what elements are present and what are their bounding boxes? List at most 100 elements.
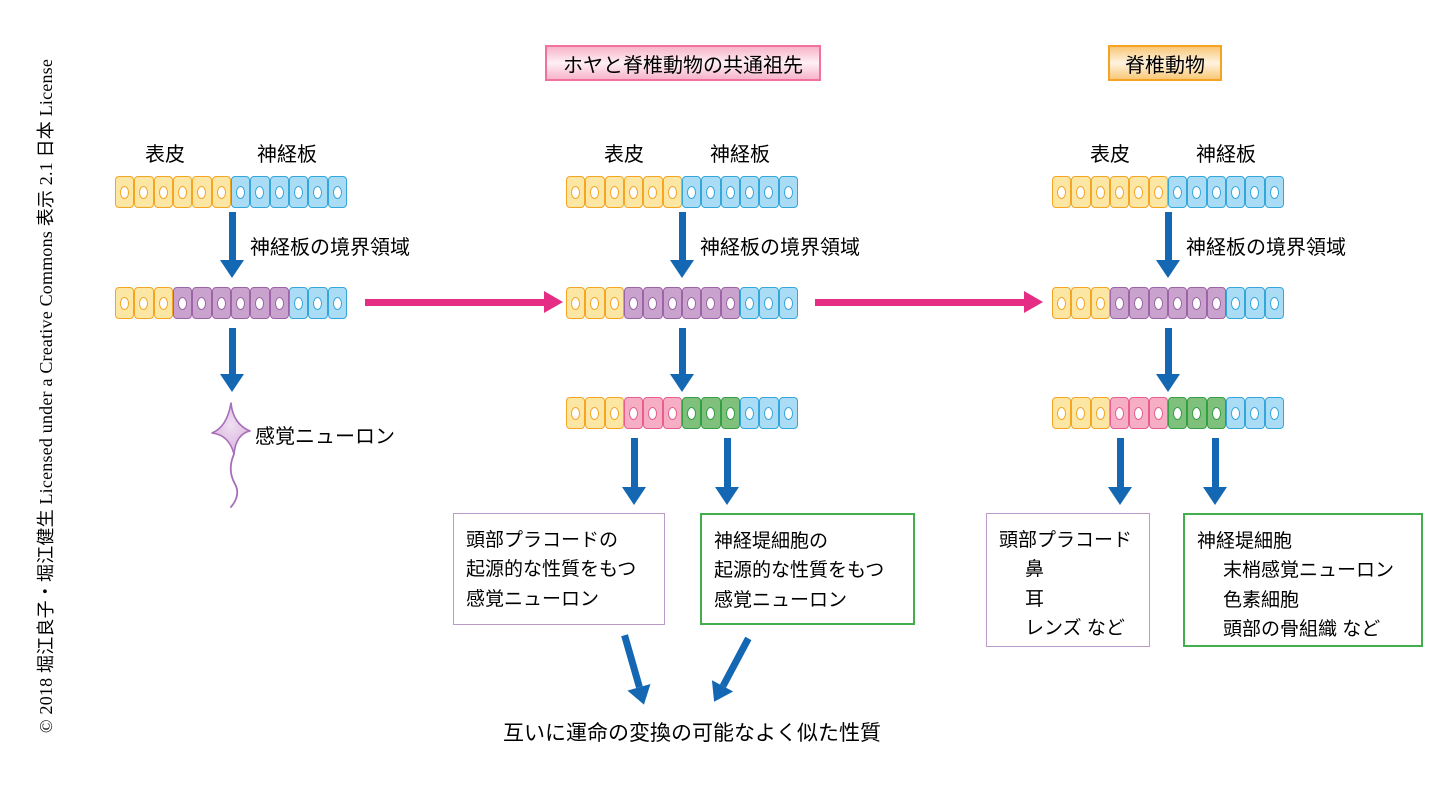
- cell-blue: [1264, 176, 1284, 208]
- cell-nucleus: [1076, 406, 1086, 420]
- box-line: 頭部の骨組織 など: [1223, 619, 1381, 641]
- cell-nucleus: [1153, 185, 1163, 199]
- label-border-region: 神経板の境界領域: [700, 237, 860, 259]
- cell-row-initial: [1052, 176, 1284, 208]
- box-line: 起源的な性質をもつ: [466, 559, 637, 581]
- cell-nucleus: [1134, 296, 1144, 310]
- cell-yellow: [134, 287, 154, 319]
- cell-nucleus: [313, 185, 323, 199]
- box-line: レンズ など: [1025, 618, 1125, 640]
- cell-nucleus: [1192, 296, 1202, 310]
- box-items: 鼻耳レンズ など: [999, 555, 1137, 643]
- cell-nucleus: [1173, 406, 1183, 420]
- cell-yellow: [643, 176, 663, 208]
- cell-nucleus: [1095, 406, 1105, 420]
- cell-blue: [759, 397, 779, 429]
- cell-nucleus: [158, 296, 168, 310]
- cell-yellow: [1052, 397, 1072, 429]
- cell-purple: [211, 287, 231, 319]
- cell-blue: [250, 176, 270, 208]
- cell-nucleus: [178, 296, 188, 310]
- cell-nucleus: [1231, 296, 1241, 310]
- cell-blue: [739, 287, 760, 319]
- box-line: 感覚ニューロン: [466, 588, 600, 610]
- cell-pink: [623, 397, 644, 429]
- cell-purple: [662, 287, 682, 319]
- cell-blue: [1245, 397, 1265, 429]
- cell-yellow: [172, 176, 193, 208]
- cell-nucleus: [706, 185, 716, 199]
- cell-pink: [1148, 397, 1168, 429]
- cell-nucleus: [1134, 185, 1144, 199]
- cell-yellow: [1052, 287, 1072, 319]
- cell-nucleus: [1211, 296, 1221, 310]
- cell-yellow: [1071, 176, 1091, 208]
- cell-nucleus: [1211, 185, 1221, 199]
- cell-blue: [1206, 176, 1226, 208]
- cell-blue: [1264, 287, 1284, 319]
- cell-nucleus: [745, 296, 755, 310]
- cell-nucleus: [571, 406, 581, 420]
- down-arrow: [220, 212, 244, 278]
- cell-blue: [1225, 287, 1246, 319]
- cell-purple: [1148, 287, 1168, 319]
- cell-nucleus: [1269, 296, 1279, 310]
- cell-yellow: [1148, 176, 1168, 208]
- cell-purple: [1206, 287, 1226, 319]
- cell-blue: [1225, 397, 1246, 429]
- down-arrow: [1156, 212, 1180, 278]
- cell-nucleus: [609, 296, 619, 310]
- label-epidermis: 表皮: [604, 144, 644, 166]
- down-arrow: [622, 438, 646, 505]
- cell-blue: [701, 176, 721, 208]
- cell-pink: [643, 397, 663, 429]
- cell-nucleus: [706, 296, 716, 310]
- cell-nucleus: [687, 406, 697, 420]
- label-neural-plate: 神経板: [710, 144, 770, 166]
- cell-nucleus: [139, 185, 149, 199]
- label-epidermis: 表皮: [145, 144, 185, 166]
- cell-purple: [1109, 287, 1130, 319]
- cell-nucleus: [1192, 406, 1202, 420]
- cell-blue: [1264, 397, 1284, 429]
- box-line: 色素細胞: [1223, 589, 1300, 611]
- box-items: 末梢感覚ニューロン色素細胞頭部の骨組織 など: [1197, 556, 1409, 644]
- cell-nucleus: [294, 185, 304, 199]
- cell-nucleus: [216, 296, 226, 310]
- cell-yellow: [585, 287, 605, 319]
- cell-blue: [739, 397, 760, 429]
- cell-nucleus: [1231, 185, 1241, 199]
- cell-green: [1206, 397, 1226, 429]
- cell-nucleus: [236, 185, 246, 199]
- label-epidermis: 表皮: [1090, 144, 1130, 166]
- cell-purple: [269, 287, 289, 319]
- cell-nucleus: [1269, 185, 1279, 199]
- cell-nucleus: [120, 185, 130, 199]
- cell-yellow: [585, 397, 605, 429]
- cell-nucleus: [783, 296, 793, 310]
- cell-blue: [720, 176, 740, 208]
- cell-purple: [681, 287, 702, 319]
- cell-purple: [643, 287, 663, 319]
- cell-yellow: [566, 176, 586, 208]
- cell-blue: [759, 176, 779, 208]
- cell-yellow: [1071, 287, 1091, 319]
- copyright-credit: © 2018 堀江良子・堀江健生 Licensed under a Creati…: [36, 58, 56, 734]
- cell-yellow: [1052, 176, 1072, 208]
- cell-nucleus: [1095, 296, 1105, 310]
- box-line: 鼻: [1025, 559, 1045, 581]
- cell-nucleus: [1115, 406, 1125, 420]
- cell-nucleus: [764, 296, 774, 310]
- cell-nucleus: [1057, 296, 1067, 310]
- cell-green: [720, 397, 740, 429]
- cell-nucleus: [609, 406, 619, 420]
- cell-purple: [720, 287, 740, 319]
- cell-nucleus: [725, 406, 735, 420]
- cell-nucleus: [745, 185, 755, 199]
- cell-blue: [308, 176, 328, 208]
- cell-yellow: [566, 397, 586, 429]
- label-sensory-neuron: 感覚ニューロン: [255, 426, 395, 448]
- cell-green: [1167, 397, 1188, 429]
- cell-blue: [327, 287, 347, 319]
- cell-purple: [1187, 287, 1207, 319]
